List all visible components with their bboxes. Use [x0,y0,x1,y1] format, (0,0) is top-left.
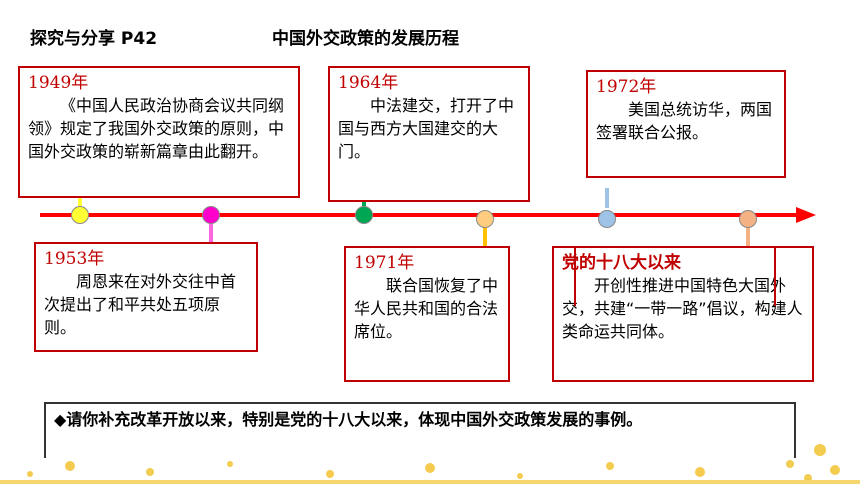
timeline-axis [40,213,798,217]
event-year: 1971年 [354,253,415,273]
event-box-1949: 1949年 《中国人民政治协商会议共同纲领》规定了我国外交政策的原则，中国外交政… [18,66,300,198]
timeline-arrow-icon [796,207,816,223]
page-title: 中国外交政策的发展历程 [272,29,459,49]
timeline-node-1971 [476,210,494,228]
event-box-18th-congress: 党的十八大以来 开创性推进中国特色大国外交，共建“一带一路”倡议，构建人类命运共… [552,246,814,382]
event-text: 中法建交，打开了中国与西方大国建交的大门。 [338,96,515,161]
stem-1953 [209,222,213,242]
event-text: 周恩来在对外交往中首次提出了和平共处五项原则。 [44,272,237,337]
event-text: 联合国恢复了中华人民共和国的合法席位。 [354,276,499,341]
event-box-1971: 1971年 联合国恢复了中华人民共和国的合法席位。 [344,246,510,382]
timeline-node-1964 [355,206,373,224]
event-year: 1964年 [338,73,399,93]
stem-1972 [605,188,609,208]
question-box: ◆请你补充改革开放以来，特别是党的十八大以来，体现中国外交政策发展的事例。 [44,402,796,460]
event-year: 1953年 [44,249,105,269]
stem-1949 [78,190,82,208]
event-box-1964: 1964年 中法建交，打开了中国与西方大国建交的大门。 [328,66,530,202]
event-text: 开创性推进中国特色大国外交，共建“一带一路”倡议，构建人类命运共同体。 [562,276,803,341]
stem-18th-congress [746,226,750,246]
event-year: 党的十八大以来 [562,253,681,273]
event-box-1953: 1953年 周恩来在对外交往中首次提出了和平共处五项原则。 [34,242,258,352]
event-year: 1972年 [596,77,657,97]
decorative-bottom-band [0,444,860,484]
timeline-node-18th-congress [739,210,757,228]
event-box-1972: 1972年 美国总统访华，两国签署联合公报。 [586,70,786,178]
event-year: 1949年 [28,73,89,93]
timeline-node-1949 [71,206,89,224]
timeline-node-1972 [598,210,616,228]
event-text: 《中国人民政治协商会议共同纲领》规定了我国外交政策的原则，中国外交政策的崭新篇章… [28,96,285,161]
section-label: 探究与分享 P42 [30,29,158,49]
decorative-inner-frame [574,246,776,306]
timeline-node-1953 [202,206,220,224]
stem-1971 [483,226,487,246]
event-text: 美国总统访华，两国签署联合公报。 [596,100,773,142]
